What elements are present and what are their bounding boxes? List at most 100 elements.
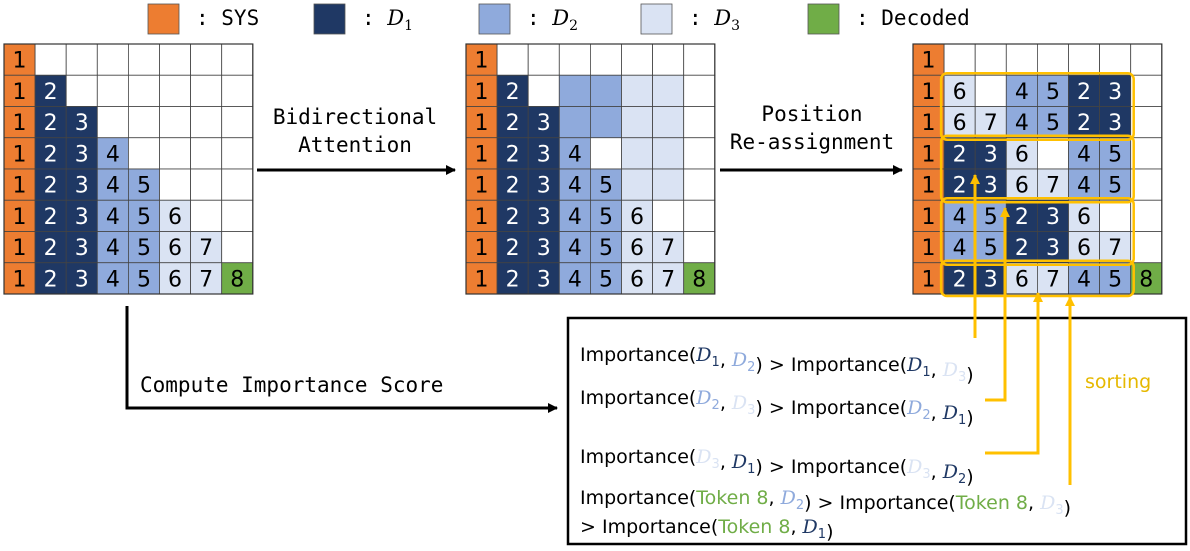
cell [496, 199, 529, 232]
cell-label: 6 [630, 267, 644, 292]
cell-label: 2 [44, 111, 58, 136]
cell [621, 106, 654, 139]
cell [683, 106, 716, 139]
cell [190, 231, 223, 264]
cell [527, 43, 560, 76]
cell-label: 1 [475, 49, 489, 74]
cell-label: 1 [922, 142, 936, 167]
cell [3, 74, 36, 107]
cell-label: 3 [75, 174, 89, 199]
cell [190, 199, 223, 232]
cell [683, 168, 716, 201]
cell-label: 4 [953, 205, 967, 230]
cell-label: 6 [168, 267, 182, 292]
cell [943, 231, 976, 264]
cell [496, 74, 529, 107]
cell-label: 3 [537, 174, 551, 199]
cell [558, 106, 591, 139]
cell [912, 262, 945, 295]
cell-label: 4 [106, 205, 120, 230]
cell [527, 74, 560, 107]
cell [621, 168, 654, 201]
cell-label: 3 [537, 142, 551, 167]
arrow-labels: Bidirectional Attention Position Re-assi… [140, 102, 894, 397]
cell-label: 3 [75, 236, 89, 261]
importance-statements: Importance(D1, D2) > Importance(D1, D3)I… [580, 344, 1071, 543]
cell-label: 1 [922, 205, 936, 230]
cell-label: 4 [568, 236, 582, 261]
cell-label: 1 [922, 111, 936, 136]
cell-label: 2 [506, 267, 520, 292]
cell-label: 7 [1108, 236, 1122, 261]
cell-label: 3 [1108, 80, 1122, 105]
sort-arrow-3 [985, 292, 1043, 455]
cell [1068, 106, 1101, 139]
cell [683, 231, 716, 264]
cell-label: 6 [953, 111, 967, 136]
cell-label: 4 [568, 142, 582, 167]
cell [1130, 106, 1163, 139]
cell-label: 7 [199, 267, 213, 292]
cell-label: 1 [475, 267, 489, 292]
cell-label: 7 [1046, 267, 1060, 292]
cell-label: 3 [75, 142, 89, 167]
cell [621, 137, 654, 170]
cell [3, 262, 36, 295]
cell [496, 137, 529, 170]
cell [96, 74, 129, 107]
cell [652, 168, 685, 201]
cell [96, 137, 129, 170]
cell-label: 2 [506, 236, 520, 261]
cell [558, 137, 591, 170]
cell [652, 43, 685, 76]
cell [190, 106, 223, 139]
cell-label: 3 [1046, 236, 1060, 261]
cell [159, 231, 192, 264]
cell [974, 106, 1007, 139]
cell-label: 1 [13, 205, 27, 230]
cell-label: 1 [13, 111, 27, 136]
cell [34, 168, 67, 201]
legend-swatch-d3 [640, 3, 673, 35]
cell [590, 137, 622, 170]
cell [558, 231, 591, 264]
cell [590, 199, 622, 232]
sort-arrow-2 [985, 207, 1010, 402]
cell-label: 2 [953, 142, 967, 167]
cell-label: 2 [1077, 111, 1091, 136]
cell-label: 2 [44, 205, 58, 230]
cell [974, 43, 1007, 76]
importance-line4: Importance(Token 8, D2) > Importance(Tok… [580, 487, 1071, 519]
cell-label: 4 [1077, 174, 1091, 199]
cell [190, 74, 223, 107]
cell-label: 1 [922, 174, 936, 199]
cell [221, 231, 254, 264]
cell-label: 3 [537, 111, 551, 136]
cell [1099, 199, 1132, 232]
position-label-line1: Position [761, 102, 862, 126]
cell [590, 43, 622, 76]
cell [1037, 137, 1069, 170]
cell-label: 3 [75, 111, 89, 136]
cell-label: 1 [475, 205, 489, 230]
cell-label: 2 [506, 205, 520, 230]
legend-label-decoded: : Decoded [856, 6, 970, 30]
cell [527, 231, 560, 264]
cell-label: 6 [168, 236, 182, 261]
cell-label: 1 [922, 236, 936, 261]
cell [221, 262, 254, 295]
cell-label: 3 [984, 142, 998, 167]
cell [465, 231, 498, 264]
matrix-original-border [3, 43, 254, 295]
cell-label: 5 [137, 174, 151, 199]
bidirectional-label-line1: Bidirectional [273, 105, 437, 129]
cell [1099, 262, 1132, 295]
cell [465, 262, 498, 295]
cell-label: 3 [75, 205, 89, 230]
cell [34, 43, 67, 76]
cell-label: 2 [44, 236, 58, 261]
cell-label: 6 [953, 80, 967, 105]
cell [1037, 262, 1069, 295]
